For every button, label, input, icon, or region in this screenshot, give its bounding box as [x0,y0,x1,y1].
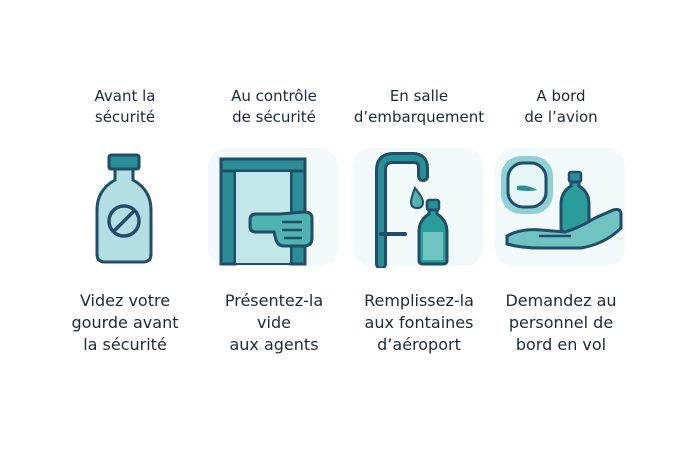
step-desc-line: Videz votre [79,291,171,310]
step-desc-line: Remplissez-la [364,291,474,310]
step-desc-line: d’aéroport [377,335,461,354]
step-description: Demandez au personnel de bord en vol [481,290,641,356]
step-title-line: sécurité [94,108,156,126]
step-description: Videz votre gourde avant la sécurité [45,290,205,356]
step-desc-line: gourde avant [71,313,179,332]
step-on-board: A bord de l’avion Demandez au personnel … [481,0,641,450]
step-desc-line: la sécurité [83,335,167,354]
empty-bottle-icon [45,148,205,268]
step-desc-line: personnel de [508,313,614,332]
step-desc-line: Demandez au [505,291,617,310]
step-desc-line: vide [257,313,291,332]
step-title-line: d’embarquement [353,108,485,126]
step-before-security: Avant la sécurité Videz votre gourde ava… [45,0,205,450]
step-title-line: de sécurité [232,108,316,126]
step-security-check: Au contrôle de sécurité Présentez-la vid… [194,0,354,450]
step-desc-line: aux fontaines [364,313,474,332]
step-title-line: Avant la [94,87,156,105]
step-boarding-area: En salle d’embarquement Remplissez-la au [339,0,499,450]
step-title: Avant la sécurité [45,86,205,128]
security-gate-icon [194,148,354,268]
step-description: Remplissez-la aux fontaines d’aéroport [339,290,499,356]
water-fountain-icon [339,148,499,268]
step-description: Présentez-la vide aux agents [194,290,354,356]
step-title: A bord de l’avion [481,86,641,128]
step-title: En salle d’embarquement [339,86,499,128]
step-title-line: de l’avion [524,108,598,126]
step-title-line: A bord [536,87,586,105]
step-title-line: En salle [389,87,449,105]
step-desc-line: bord en vol [515,335,607,354]
step-title-line: Au contrôle [231,87,317,105]
airplane-service-icon [481,148,641,268]
step-desc-line: Présentez-la [224,291,324,310]
step-desc-line: aux agents [229,335,319,354]
step-title: Au contrôle de sécurité [194,86,354,128]
